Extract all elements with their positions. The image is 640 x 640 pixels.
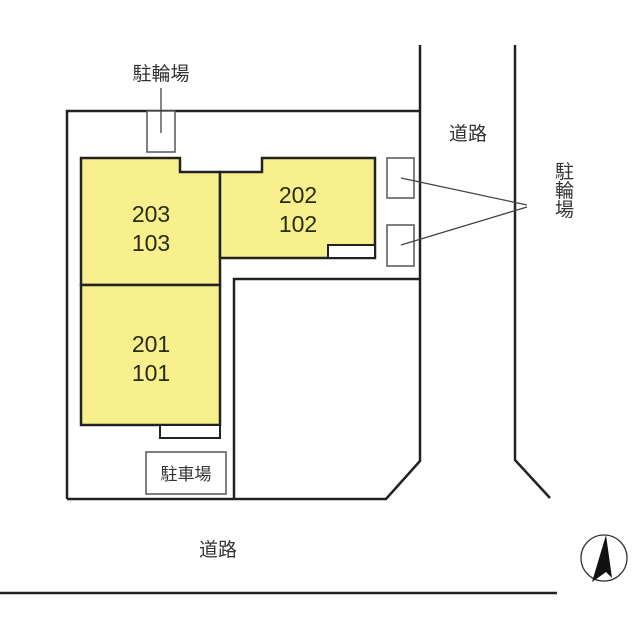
unit-number-upper: 202: [279, 182, 317, 208]
unit-number-lower: 103: [132, 230, 170, 256]
neighbor-lot-line: [232, 277, 420, 499]
bicycle-parking-label-right: 駐輪場: [552, 161, 574, 219]
leader-line-right-1: [400, 177, 528, 206]
unit-202-102: [218, 156, 377, 260]
car-parking-label: 駐車場: [161, 465, 212, 485]
bicycle-parking-label-top: 駐輪場: [132, 63, 189, 85]
lot-boundary: [65, 109, 420, 499]
balcony-202: [327, 244, 376, 259]
road-label-right: 道路: [449, 123, 487, 145]
unit-number-lower: 102: [279, 211, 317, 237]
entry-201: [159, 424, 221, 439]
road-edge-right: [513, 45, 551, 499]
car-parking-box: [145, 451, 227, 495]
north-arrow-icon: [580, 534, 628, 582]
unit-number-upper: 203: [132, 201, 170, 227]
bicycle-parking-box-right-1: [386, 157, 415, 199]
unit-number-upper: 201: [132, 331, 170, 357]
road-label-bottom: 道路: [199, 539, 237, 561]
unit-number-lower: 101: [132, 360, 170, 386]
lot-right-edge: [67, 45, 422, 501]
leader-line-right-2: [400, 206, 528, 246]
bicycle-parking-box-right-2: [386, 224, 415, 267]
